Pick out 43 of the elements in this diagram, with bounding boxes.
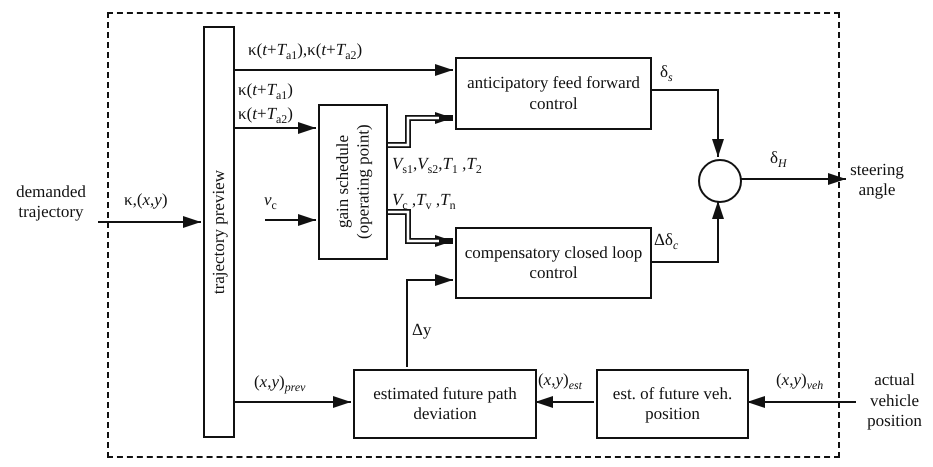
- arrow: [535, 396, 594, 408]
- signal-label: Δy: [412, 319, 432, 341]
- arrow: [747, 396, 856, 408]
- arrow: [650, 201, 724, 263]
- arrow: [233, 396, 351, 408]
- arrow: [265, 214, 316, 226]
- block: [455, 57, 652, 130]
- signal-label: κ(t+T$_{a1}$),κ(t+T$_{a2}$): [248, 39, 362, 62]
- signal-label: κ(t+T$_{a1}$) κ(t+T$_{a2}$): [238, 79, 294, 126]
- block: [455, 227, 652, 299]
- block: [318, 104, 388, 260]
- block-label: demanded trajectory: [15, 182, 87, 222]
- block-label: estimated future path deviation: [372, 384, 518, 424]
- arrow: [233, 122, 316, 134]
- arrow: [233, 64, 453, 76]
- signal-label: δ$_{H}$: [770, 147, 787, 170]
- signal-label: δ$_{s}$: [660, 61, 673, 84]
- arrow: [98, 216, 201, 228]
- double-line-arrow: [386, 209, 453, 247]
- signal-label: (x,y)$_{est}$: [538, 369, 582, 392]
- signal-label: (x,y)$_{veh}$: [776, 369, 824, 392]
- signal-label: (x,y)$_{prev}$: [254, 371, 306, 394]
- signal-label: v$_{c}$: [264, 189, 277, 212]
- arrow: [650, 89, 724, 157]
- signal-label: κ,(x,y): [124, 189, 168, 211]
- block: [596, 369, 749, 439]
- block-label: anticipatory feed forward control: [466, 73, 641, 114]
- signal-label: V$_{c}$ ,T$_{v}$ ,T$_{n}$: [392, 189, 456, 212]
- block: [353, 369, 537, 439]
- block-label: trajectory preview: [208, 170, 229, 294]
- block-label: steering angle: [849, 160, 905, 200]
- double-line-arrow: [386, 112, 453, 148]
- block: [203, 26, 235, 438]
- block-label: actual vehicle position: [866, 370, 923, 432]
- block-label: gain schedule (operating point): [332, 124, 374, 242]
- signal-label: V$_{s1}$,V$_{s2}$,T$_{1}$ ,T$_{2}$: [392, 153, 482, 176]
- arrow: [740, 173, 846, 185]
- system-boundary: [107, 12, 840, 458]
- block-label: est. of future veh. position: [612, 384, 734, 424]
- block-label: compensatory closed loop control: [464, 242, 644, 284]
- arrow: [406, 274, 453, 367]
- summing-junction: [698, 159, 742, 203]
- signal-label: Δδ$_{c}$: [654, 229, 678, 252]
